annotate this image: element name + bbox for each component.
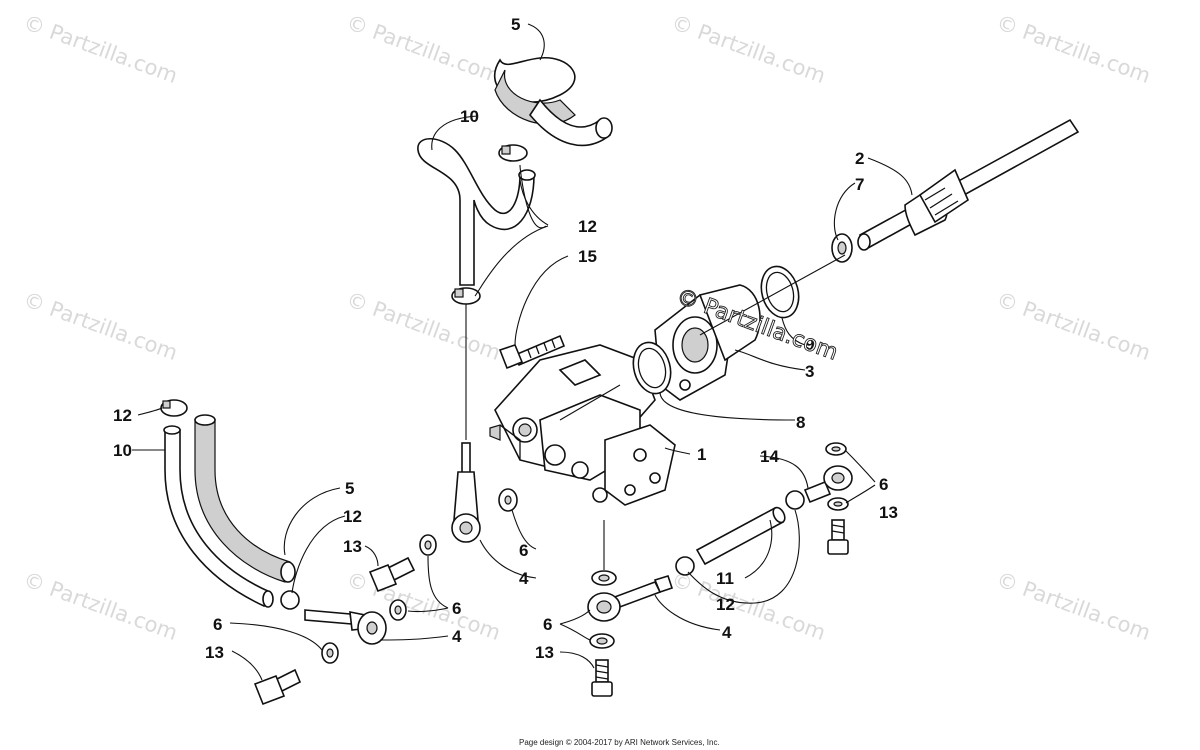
watermark: © Partzilla.com <box>993 10 1153 88</box>
watermark: © Partzilla.com <box>668 567 828 645</box>
part-washer-6-lower-left <box>321 642 339 664</box>
callout-6-lower-center: 6 <box>543 615 552 634</box>
callout-5-left: 5 <box>345 479 354 498</box>
part-o-ring-8 <box>632 341 672 395</box>
watermark: © Partzilla.com <box>343 10 503 88</box>
callout-2: 2 <box>855 149 864 168</box>
callout-7: 7 <box>855 175 864 194</box>
callout-13-center-left: 13 <box>343 537 362 556</box>
callout-10-left: 10 <box>113 441 132 460</box>
part-shaft-gear-2 <box>857 118 1080 251</box>
part-hose-10-left <box>163 425 274 608</box>
callout-4-center-left: 4 <box>452 627 462 646</box>
callout-13-lower-center: 13 <box>535 643 554 662</box>
callout-6-center: 6 <box>519 541 528 560</box>
part-washer-6-lower-center <box>589 570 617 649</box>
watermark: © Partzilla.com <box>993 567 1153 645</box>
callout-15: 15 <box>578 247 597 266</box>
part-fitting-14 <box>803 465 853 504</box>
watermark: © Partzilla.com <box>993 287 1153 365</box>
part-hose-10-top <box>417 137 536 286</box>
leader-lines <box>131 23 913 681</box>
callout-9: 9 <box>805 335 814 354</box>
callout-14: 14 <box>760 447 779 466</box>
callout-13-right: 13 <box>879 503 898 522</box>
watermark: © Partzilla.com <box>20 287 180 365</box>
part-oil-pump-1 <box>489 344 676 506</box>
part-bolt-15 <box>498 334 566 370</box>
part-bolt-13-center-left <box>368 556 416 593</box>
part-washer-7 <box>831 233 853 263</box>
callout-4-lower-center: 4 <box>722 623 732 642</box>
callout-12-left-lower: 12 <box>343 507 362 526</box>
callout-5-top: 5 <box>511 15 520 34</box>
part-banjo-4-vertical <box>451 442 481 543</box>
callout-labels: 5 10 12 15 2 7 9 3 8 1 14 6 13 11 12 4 6… <box>113 15 898 662</box>
callout-6-center-left: 6 <box>452 599 461 618</box>
callout-3: 3 <box>805 362 814 381</box>
part-hose-11 <box>695 506 786 566</box>
footer-copyright: Page design © 2004-2017 by ARI Network S… <box>519 738 720 747</box>
part-o-ring-9 <box>760 265 800 319</box>
part-clamp-12-top <box>451 144 528 305</box>
part-bolt-13-lower-center <box>591 659 613 697</box>
part-washer-6-right <box>825 442 849 511</box>
callout-4-center: 4 <box>519 569 529 588</box>
watermark: © Partzilla.com <box>20 567 180 645</box>
callout-11: 11 <box>716 569 734 588</box>
callout-6-right: 6 <box>879 475 888 494</box>
part-hose-5-left <box>194 414 296 583</box>
callout-10-top: 10 <box>460 107 479 126</box>
watermark: © Partzilla.com <box>668 10 828 88</box>
callout-12-top: 12 <box>578 217 597 236</box>
watermark-layer: © Partzilla.com © Partzilla.com © Partzi… <box>20 10 1153 645</box>
part-flange-3 <box>654 284 761 401</box>
part-banjo-4-lower-center <box>587 575 674 622</box>
watermark: © Partzilla.com <box>20 10 180 88</box>
callout-12-right: 12 <box>716 595 735 614</box>
part-bolt-13-lower-left <box>253 668 302 706</box>
part-banjo-4-lower-left <box>304 609 387 645</box>
callout-1: 1 <box>697 445 706 464</box>
callout-12-left: 12 <box>113 406 132 425</box>
part-hose-5-top <box>493 57 613 147</box>
part-bolt-13-right <box>827 519 849 555</box>
part-washer-6-center <box>389 488 518 621</box>
callout-8: 8 <box>796 413 805 432</box>
callout-6-lower-left: 6 <box>213 615 222 634</box>
alignment-line <box>559 254 846 421</box>
callout-13-lower-left: 13 <box>205 643 224 662</box>
part-clamp-12-right <box>675 490 805 576</box>
